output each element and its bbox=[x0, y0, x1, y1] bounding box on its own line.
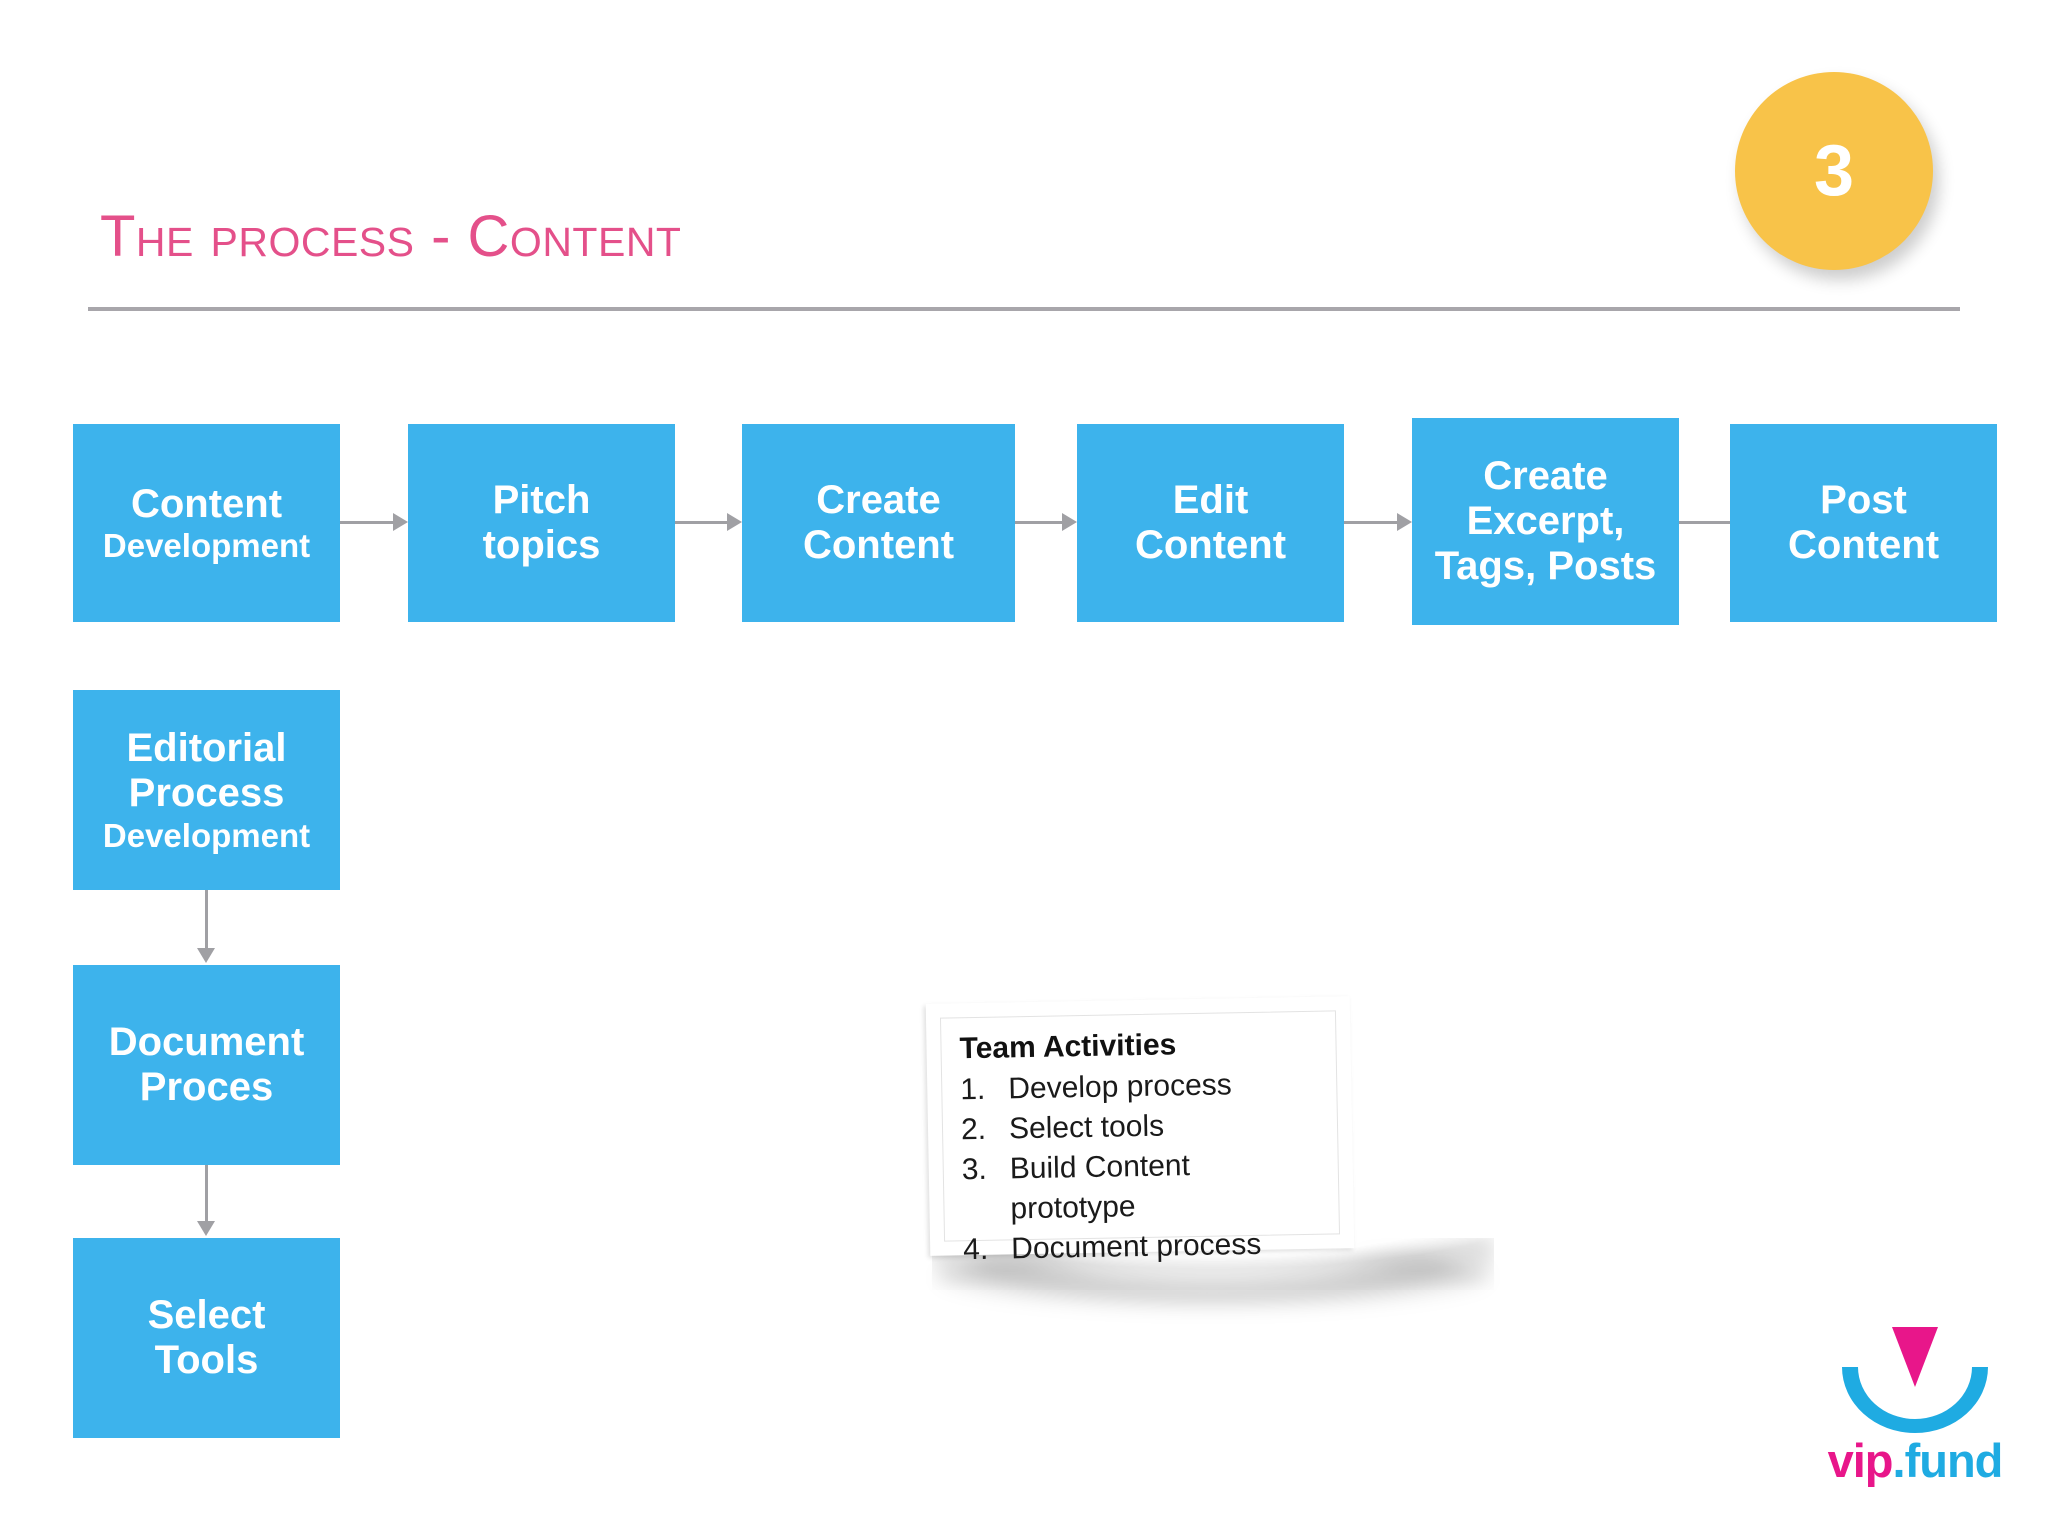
flow-box-line-2: Content bbox=[1134, 523, 1287, 567]
flow-box-line-1: Create bbox=[816, 477, 941, 522]
connector-arrowhead-down-icon-2 bbox=[197, 1221, 215, 1236]
logo-mark-icon bbox=[1842, 1327, 1988, 1433]
title-divider bbox=[88, 307, 1960, 311]
flow-box-line-3: Tags, Posts bbox=[1434, 544, 1657, 589]
flow-box-line-3: Development bbox=[102, 816, 311, 854]
connector-arrowhead-right-icon-2 bbox=[727, 513, 742, 531]
flow-box-line-2: Proces bbox=[139, 1065, 274, 1109]
connector-line-vertical-1 bbox=[205, 890, 208, 950]
flow-box-line-1: Document bbox=[108, 1019, 305, 1064]
team-activities-card-inner: Team Activities 1. Develop process 2. Se… bbox=[939, 1010, 1341, 1266]
flow-box-line-1: Editorial bbox=[126, 726, 287, 771]
list-item: 3. Build Content prototype bbox=[961, 1143, 1320, 1229]
logo-word-fund: .fund bbox=[1892, 1434, 2004, 1487]
card-drop-shadow bbox=[938, 1248, 1488, 1308]
list-item-number: 4. bbox=[962, 1232, 989, 1266]
list-item-number: 3. bbox=[961, 1152, 988, 1187]
team-activities-card: Team Activities 1. Develop process 2. Se… bbox=[925, 996, 1355, 1266]
flow-box-line-2: Tools bbox=[154, 1338, 259, 1382]
list-item: 4. Document process bbox=[963, 1223, 1322, 1269]
list-item: 2. Select tools bbox=[961, 1104, 1320, 1150]
page-title: The process - Content bbox=[100, 204, 682, 269]
brand-logo: vip.fund bbox=[1820, 1325, 2010, 1515]
list-item-number: 2. bbox=[960, 1112, 987, 1147]
flow-box-line-1: Pitch bbox=[492, 477, 591, 522]
logo-wordmark: vip.fund bbox=[1815, 1433, 2015, 1488]
connector-line-2 bbox=[675, 521, 727, 524]
team-activities-card-wrapper: Team Activities 1. Develop process 2. Se… bbox=[925, 996, 1498, 1308]
list-item: 1. Develop process bbox=[960, 1064, 1319, 1110]
flow-box-select-tools[interactable]: Select Tools bbox=[73, 1238, 340, 1438]
flow-box-content-development[interactable]: Content Development bbox=[73, 424, 340, 622]
flow-box-line-1: Post bbox=[1820, 477, 1907, 522]
flow-box-edit-content[interactable]: Edit Content bbox=[1077, 424, 1344, 622]
slide-number-text: 3 bbox=[1813, 131, 1855, 211]
connector-arrowhead-right-icon-1 bbox=[393, 513, 408, 531]
flow-box-line-1: Create bbox=[1483, 453, 1608, 498]
list-item-text: Build Content prototype bbox=[1009, 1148, 1191, 1226]
flow-box-document-process[interactable]: Document Proces bbox=[73, 965, 340, 1165]
flow-box-post-content[interactable]: Post Content bbox=[1730, 424, 1997, 622]
flow-box-create-content[interactable]: Create Content bbox=[742, 424, 1015, 622]
flow-box-line-1: Content bbox=[130, 481, 283, 526]
connector-line-1 bbox=[340, 521, 393, 524]
connector-arrowhead-down-icon-1 bbox=[197, 948, 215, 963]
flow-box-line-2: Excerpt, bbox=[1466, 498, 1625, 543]
flow-box-line-2: topics bbox=[482, 523, 601, 567]
connector-line-4 bbox=[1344, 521, 1397, 524]
flow-box-line-1: Select bbox=[147, 1292, 266, 1337]
flow-box-line-2: Development bbox=[102, 526, 311, 564]
connector-line-vertical-2 bbox=[205, 1165, 208, 1223]
logo-word-vip: vip bbox=[1827, 1434, 1894, 1487]
flow-box-line-1: Edit bbox=[1172, 477, 1249, 522]
connector-arrowhead-right-icon-4 bbox=[1397, 513, 1412, 531]
list-item-number: 1. bbox=[960, 1072, 986, 1107]
flow-box-create-excerpt-tags-posts[interactable]: Create Excerpt, Tags, Posts bbox=[1412, 418, 1679, 625]
connector-arrowhead-right-icon-3 bbox=[1062, 513, 1077, 531]
list-item-text: Develop process bbox=[1007, 1068, 1233, 1106]
connector-line-5 bbox=[1679, 521, 1730, 524]
flow-box-line-2: Content bbox=[802, 523, 955, 567]
flow-box-editorial-process-development[interactable]: Editorial Process Development bbox=[73, 690, 340, 890]
flow-box-pitch-topics[interactable]: Pitch topics bbox=[408, 424, 675, 622]
list-item-text: Select tools bbox=[1008, 1109, 1165, 1146]
team-activities-list: 1. Develop process 2. Select tools 3. Bu… bbox=[960, 1064, 1322, 1270]
flow-box-line-2: Process bbox=[128, 771, 285, 816]
list-item-text: Document process bbox=[1010, 1227, 1262, 1265]
flow-box-line-2: Content bbox=[1787, 523, 1940, 567]
connector-line-3 bbox=[1015, 521, 1062, 524]
slide-number-badge: 3 bbox=[1735, 72, 1933, 270]
team-activities-title: Team Activities bbox=[959, 1028, 1177, 1066]
